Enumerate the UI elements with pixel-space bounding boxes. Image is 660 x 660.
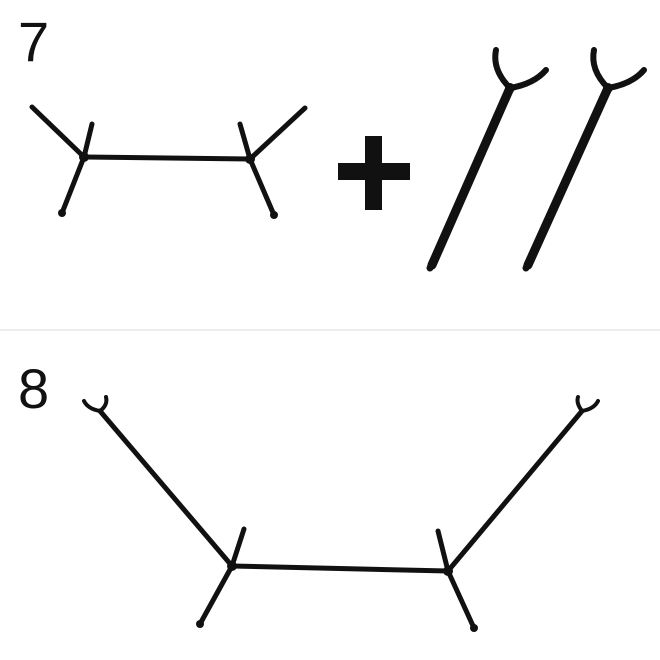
upright-arm-icon [522, 47, 647, 272]
step-number-7: 7 [18, 10, 50, 73]
step-number-8: 8 [18, 357, 50, 420]
step-divider [0, 329, 660, 331]
plus-icon [338, 136, 410, 210]
step-8-illustration [82, 395, 600, 632]
assembled-hammock-stand-icon [82, 395, 600, 632]
upright-arm-icon [426, 47, 549, 272]
step-7-panel: 7 [0, 0, 660, 329]
step-7-illustration [29, 47, 647, 272]
step-8-panel: 8 [0, 331, 660, 660]
base-frame-icon [29, 104, 308, 219]
